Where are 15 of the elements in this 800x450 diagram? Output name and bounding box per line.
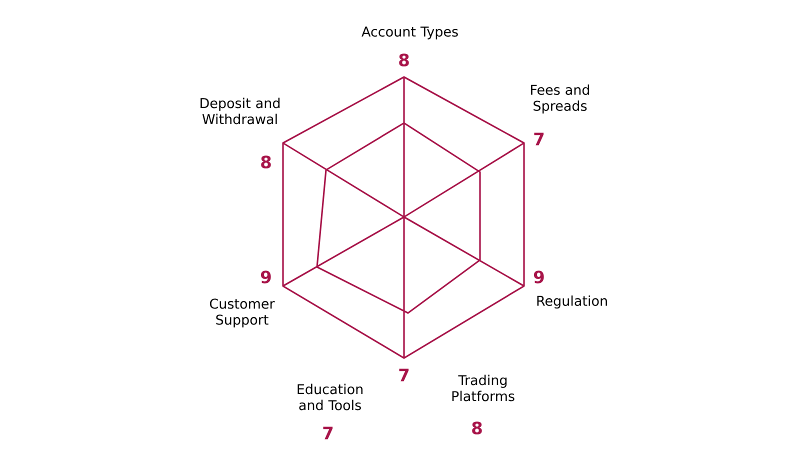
score-number: 8: [399, 54, 409, 66]
axis-label: Deposit and Withdrawal: [200, 98, 280, 124]
axis-label: Fees and Spreads: [531, 84, 590, 114]
score-number: 9: [260, 270, 271, 284]
axis-label: Trading Platforms: [452, 374, 514, 402]
score-number: 7: [399, 368, 409, 382]
score-number: 9: [534, 270, 544, 284]
score-number: 7: [323, 426, 333, 440]
score-number: 8: [472, 422, 482, 434]
axis-label: Account Types: [362, 26, 458, 40]
score-number: 7: [534, 132, 544, 146]
axis-label: Education and Tools: [298, 384, 362, 410]
axis-label: Customer Support: [210, 298, 275, 328]
axis-label: Regulation: [537, 295, 607, 309]
score-number: 8: [261, 156, 271, 168]
